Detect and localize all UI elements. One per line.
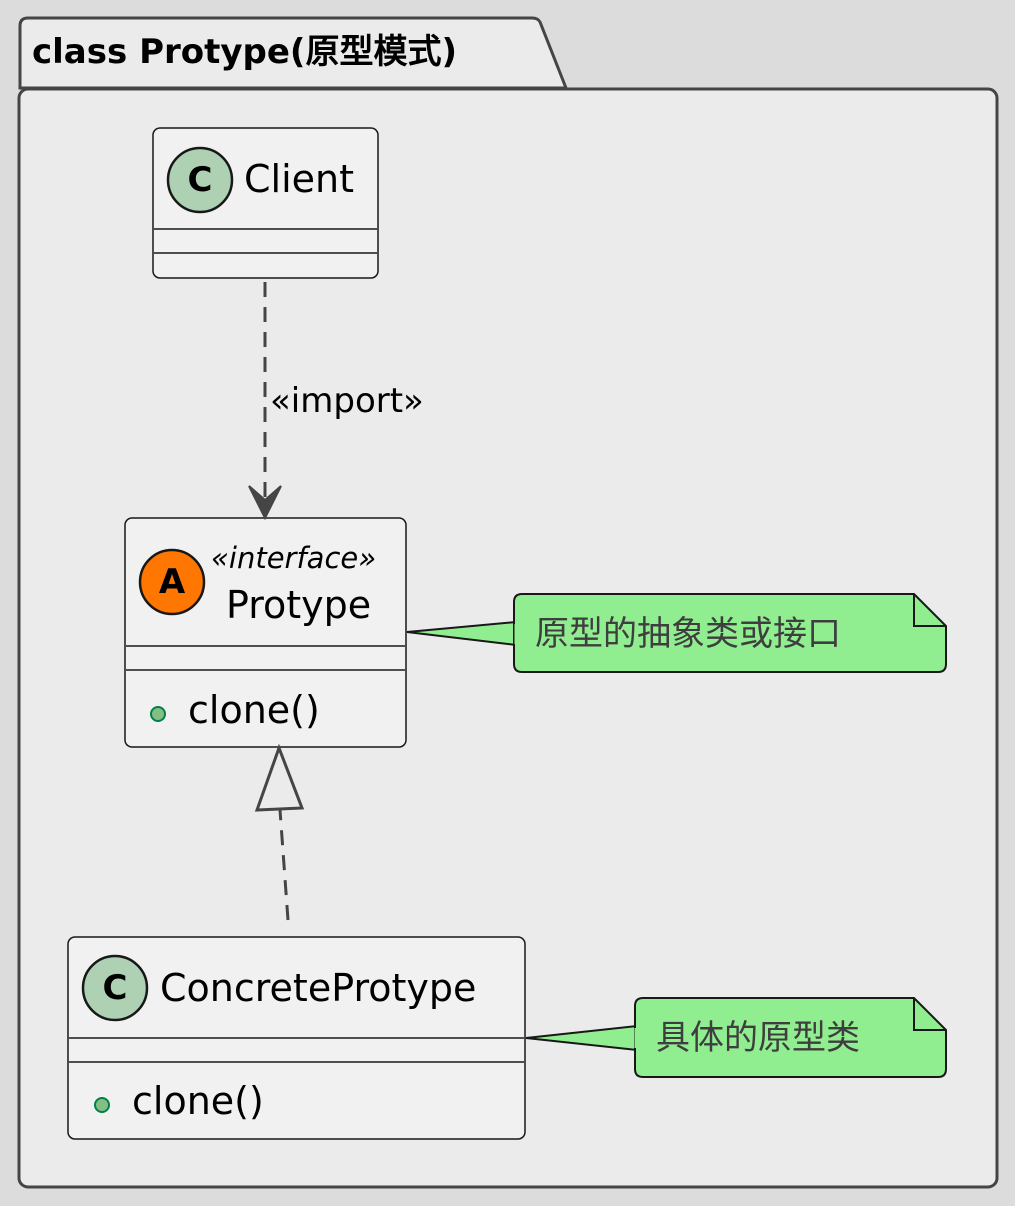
abstract-badge-letter: A [158, 562, 186, 602]
class-badge-icon [81, 954, 149, 1022]
class-stereotype: «interface» [211, 541, 377, 575]
class-badge-letter: C [187, 160, 213, 200]
public-method-icon [150, 706, 166, 722]
open-arrowhead-icon [248, 485, 282, 521]
hollow-triangle-icon [254, 743, 305, 812]
realization-arrow [254, 743, 305, 921]
method-clone: clone() [188, 688, 320, 732]
class-protype-box [124, 517, 407, 748]
class-name-protype: Protype [226, 583, 372, 627]
note-protype [406, 593, 947, 673]
note-concrete [525, 997, 947, 1078]
abstract-badge-icon [138, 548, 206, 616]
class-badge-letter: C [102, 968, 128, 1008]
note-text-concrete: 具体的原型类 [656, 1018, 860, 1058]
dependency-label: «import» [270, 381, 424, 421]
class-client-box [152, 127, 379, 279]
dependency-arrow [248, 282, 282, 521]
class-name-client: Client [244, 157, 355, 201]
package-title: class Protype(原型模式) [32, 32, 457, 72]
class-name-concrete: ConcreteProtype [160, 966, 477, 1010]
public-method-icon [94, 1097, 110, 1113]
note-text-protype: 原型的抽象类或接口 [535, 614, 841, 654]
class-concrete-box [67, 936, 526, 1140]
class-badge-icon [166, 146, 234, 214]
method-clone: clone() [132, 1079, 264, 1123]
